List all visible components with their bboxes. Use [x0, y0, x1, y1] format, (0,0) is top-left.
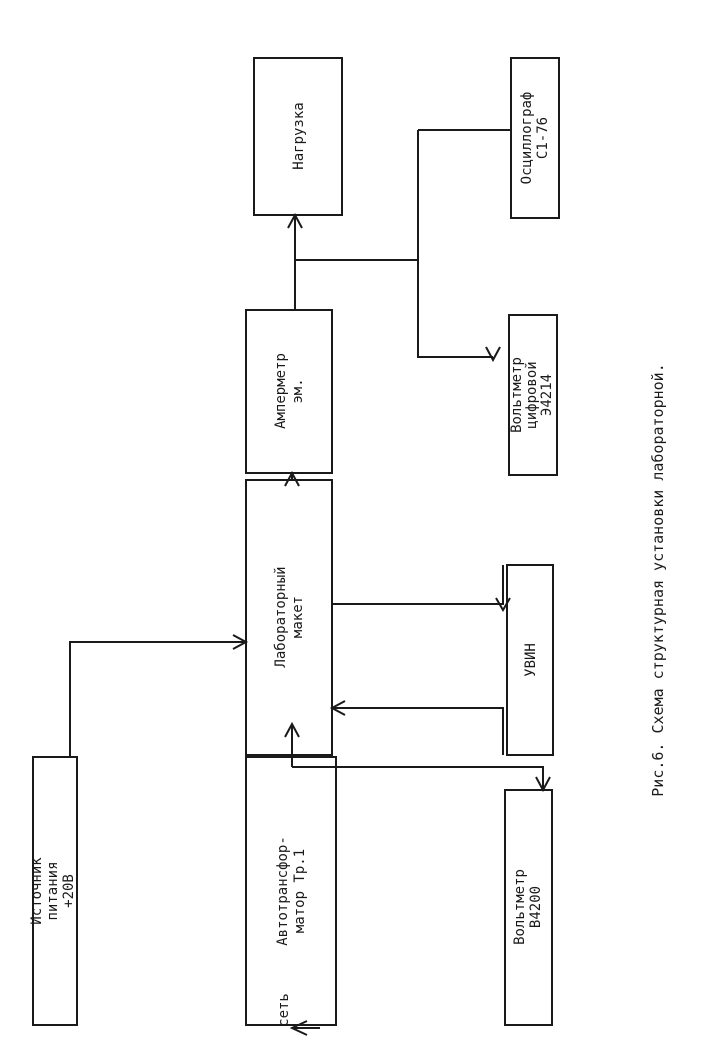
arrow-into-load	[287, 212, 303, 229]
label-mains: сеть	[276, 993, 292, 1027]
label-power-source: Источник питания +20В	[29, 857, 77, 925]
label-line: питания	[45, 861, 61, 920]
arrow-into-ammeter	[284, 470, 300, 487]
block-voltmeter-digital	[508, 314, 558, 476]
label-line: В4200	[528, 886, 544, 928]
label-load: Нагрузка	[291, 102, 307, 169]
arrow-into-uvin	[495, 597, 511, 612]
block-lab-model	[245, 479, 333, 756]
label-line: Вольтметр	[509, 357, 525, 433]
caption-text: Рис.6. Схема структурная установки лабор…	[649, 363, 667, 796]
arrow-into-v4200	[535, 776, 551, 793]
label-voltmeter-v4200: Вольтметр В4200	[512, 869, 544, 945]
wire-uvin-lab	[332, 707, 504, 755]
arrow-mains-in	[289, 1020, 308, 1036]
wire-branch-voltmeter	[417, 130, 493, 358]
block-voltmeter-v4200	[504, 789, 553, 1026]
label-line: Источник	[29, 857, 45, 925]
label-line: УВИН	[523, 643, 539, 677]
label-oscilloscope: Осциллограф С1-76	[519, 92, 551, 185]
label-line: цифровой	[524, 361, 540, 428]
block-load	[253, 57, 343, 216]
wire-power-lab	[69, 641, 246, 757]
label-line: макет	[290, 596, 306, 638]
wire-lab-uvin	[332, 565, 504, 605]
label-line: Э4214	[539, 374, 555, 416]
block-ammeter	[245, 309, 333, 474]
label-lab-model: Лабораторный макет	[273, 566, 306, 667]
label-ammeter: Амперметр эм.	[273, 353, 306, 429]
arrow-into-lab-right	[329, 700, 346, 716]
label-line: Амперметр	[273, 353, 289, 429]
block-power-source	[32, 756, 78, 1026]
label-line: Осциллограф	[519, 92, 535, 185]
label-line: Вольтметр	[512, 869, 528, 945]
label-line: Лабораторный	[273, 566, 289, 667]
block-autotransformer	[245, 756, 337, 1026]
label-line: матор Тр.1	[292, 849, 308, 933]
mains-label-text: сеть	[276, 993, 292, 1027]
block-uvin	[506, 564, 554, 756]
label-line: эм.	[290, 378, 306, 403]
figure-caption: Рис.6. Схема структурная установки лабор…	[649, 363, 667, 796]
label-line: +20В	[61, 874, 77, 908]
arrow-into-lab-left	[232, 634, 249, 650]
wire-branch-v4200	[292, 766, 544, 790]
block-oscilloscope	[510, 57, 560, 219]
label-autotransformer: Автотрансфор- матор Тр.1	[275, 836, 308, 946]
label-voltmeter-digital: Вольтметр цифровой Э4214	[509, 357, 555, 433]
label-line: С1-76	[535, 117, 551, 159]
label-line: Нагрузка	[291, 102, 307, 169]
label-line: Автотрансфор-	[275, 836, 291, 946]
label-uvin: УВИН	[523, 643, 539, 677]
